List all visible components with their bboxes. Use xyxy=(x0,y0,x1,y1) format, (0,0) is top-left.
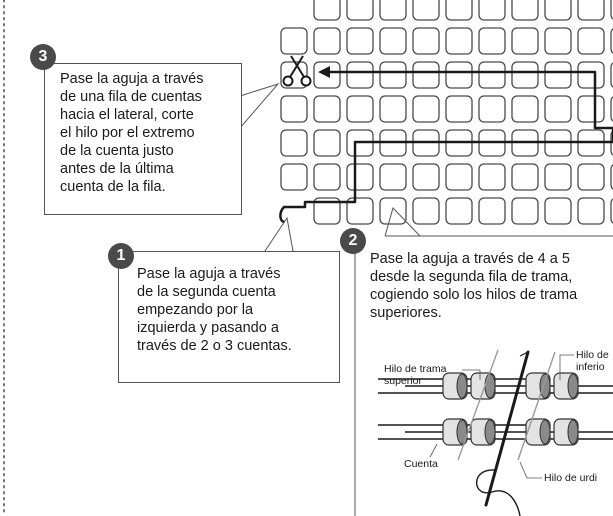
step-3-callout: Pase la aguja a través de una fila de cu… xyxy=(44,63,242,215)
inset-bead xyxy=(470,418,496,446)
grid-bead xyxy=(544,197,572,225)
grid-bead xyxy=(544,95,572,123)
grid-bead xyxy=(313,27,341,55)
grid-bead xyxy=(511,0,539,21)
grid-bead xyxy=(346,163,374,191)
grid-bead xyxy=(445,61,473,89)
callout-1-pointer xyxy=(264,216,294,252)
inset-bead xyxy=(553,372,579,400)
needle-thread xyxy=(476,469,521,516)
needle-icon xyxy=(484,350,530,507)
grid-bead xyxy=(346,61,374,89)
grid-bead xyxy=(379,61,407,89)
grid-bead xyxy=(577,61,605,89)
leader-lower-weft xyxy=(559,354,574,380)
inset-beads xyxy=(442,372,579,446)
grid-bead xyxy=(379,163,407,191)
grid-bead xyxy=(445,27,473,55)
grid-bead xyxy=(478,197,506,225)
step-1-text: Pase la aguja a través de la segunda cue… xyxy=(137,266,292,354)
grid-bead xyxy=(412,163,440,191)
grid-bead xyxy=(445,163,473,191)
callout-3-pointer xyxy=(239,82,280,130)
grid-bead xyxy=(577,197,605,225)
grid-bead xyxy=(412,197,440,225)
warp-thread-1 xyxy=(457,349,499,461)
grid-bead xyxy=(544,0,572,21)
grid-bead xyxy=(577,163,605,191)
thread-path xyxy=(279,70,613,224)
grid-bead xyxy=(445,197,473,225)
grid-bead xyxy=(478,95,506,123)
grid-bead xyxy=(478,0,506,21)
warp-thread-2 xyxy=(517,351,556,461)
grid-bead xyxy=(379,95,407,123)
step-3-text: Pase la aguja a través de una fila de cu… xyxy=(60,71,204,195)
step-1-callout: Pase la aguja a través de la segunda cue… xyxy=(118,251,340,383)
step-2-text: Pase la aguja a través de 4 a 5 desde la… xyxy=(370,251,578,321)
grid-bead xyxy=(280,129,308,157)
grid-bead xyxy=(412,27,440,55)
grid-bead xyxy=(313,95,341,123)
grid-bead xyxy=(379,27,407,55)
leader-bead xyxy=(429,443,438,458)
grid-bead xyxy=(313,163,341,191)
grid-bead xyxy=(280,95,308,123)
step-1-badge: 1 xyxy=(108,243,134,269)
grid-bead xyxy=(511,197,539,225)
grid-bead xyxy=(478,61,506,89)
label-bead: Cuenta xyxy=(404,458,438,470)
step-2-badge: 2 xyxy=(340,228,366,254)
inset-bead xyxy=(442,372,468,400)
grid-bead xyxy=(313,0,341,21)
grid-bead xyxy=(280,163,308,191)
inset-bead xyxy=(525,372,551,400)
inset-bead xyxy=(553,418,579,446)
grid-bead xyxy=(445,0,473,21)
grid-bead xyxy=(445,95,473,123)
grid-bead xyxy=(313,129,341,157)
inset-bead xyxy=(525,418,551,446)
grid-bead xyxy=(511,95,539,123)
grid-bead xyxy=(544,61,572,89)
grid-bead xyxy=(379,197,407,225)
grid-bead xyxy=(412,95,440,123)
grid-bead xyxy=(346,95,374,123)
inset-bead xyxy=(470,372,496,400)
grid-bead xyxy=(313,197,341,225)
leader-warp xyxy=(519,461,542,479)
grid-bead xyxy=(346,0,374,21)
grid-bead xyxy=(511,61,539,89)
grid-bead xyxy=(511,163,539,191)
grid-bead xyxy=(544,163,572,191)
grid-bead xyxy=(478,27,506,55)
grid-bead xyxy=(412,0,440,21)
grid-bead xyxy=(412,61,440,89)
grid-bead xyxy=(544,27,572,55)
grid-bead xyxy=(379,0,407,21)
weaving-inset xyxy=(378,349,613,516)
grid-bead xyxy=(346,27,374,55)
scissors-icon xyxy=(282,55,312,87)
step-2-pointer xyxy=(384,207,421,237)
label-lower-weft: Hilo de inferio xyxy=(576,349,609,373)
grid-bead xyxy=(511,27,539,55)
label-warp: Hilo de urdi xyxy=(544,472,598,484)
bead-grid xyxy=(280,0,613,225)
grid-bead xyxy=(577,27,605,55)
step-3-badge: 3 xyxy=(30,44,56,70)
leader-upper-weft xyxy=(462,369,481,380)
label-upper-weft: Hilo de trama superior xyxy=(384,363,447,387)
grid-bead xyxy=(346,197,374,225)
grid-bead xyxy=(478,163,506,191)
grid-bead xyxy=(280,27,308,55)
grid-bead xyxy=(577,0,605,21)
inset-bead xyxy=(442,418,468,446)
grid-bead xyxy=(577,95,605,123)
arrow-head xyxy=(318,66,330,78)
